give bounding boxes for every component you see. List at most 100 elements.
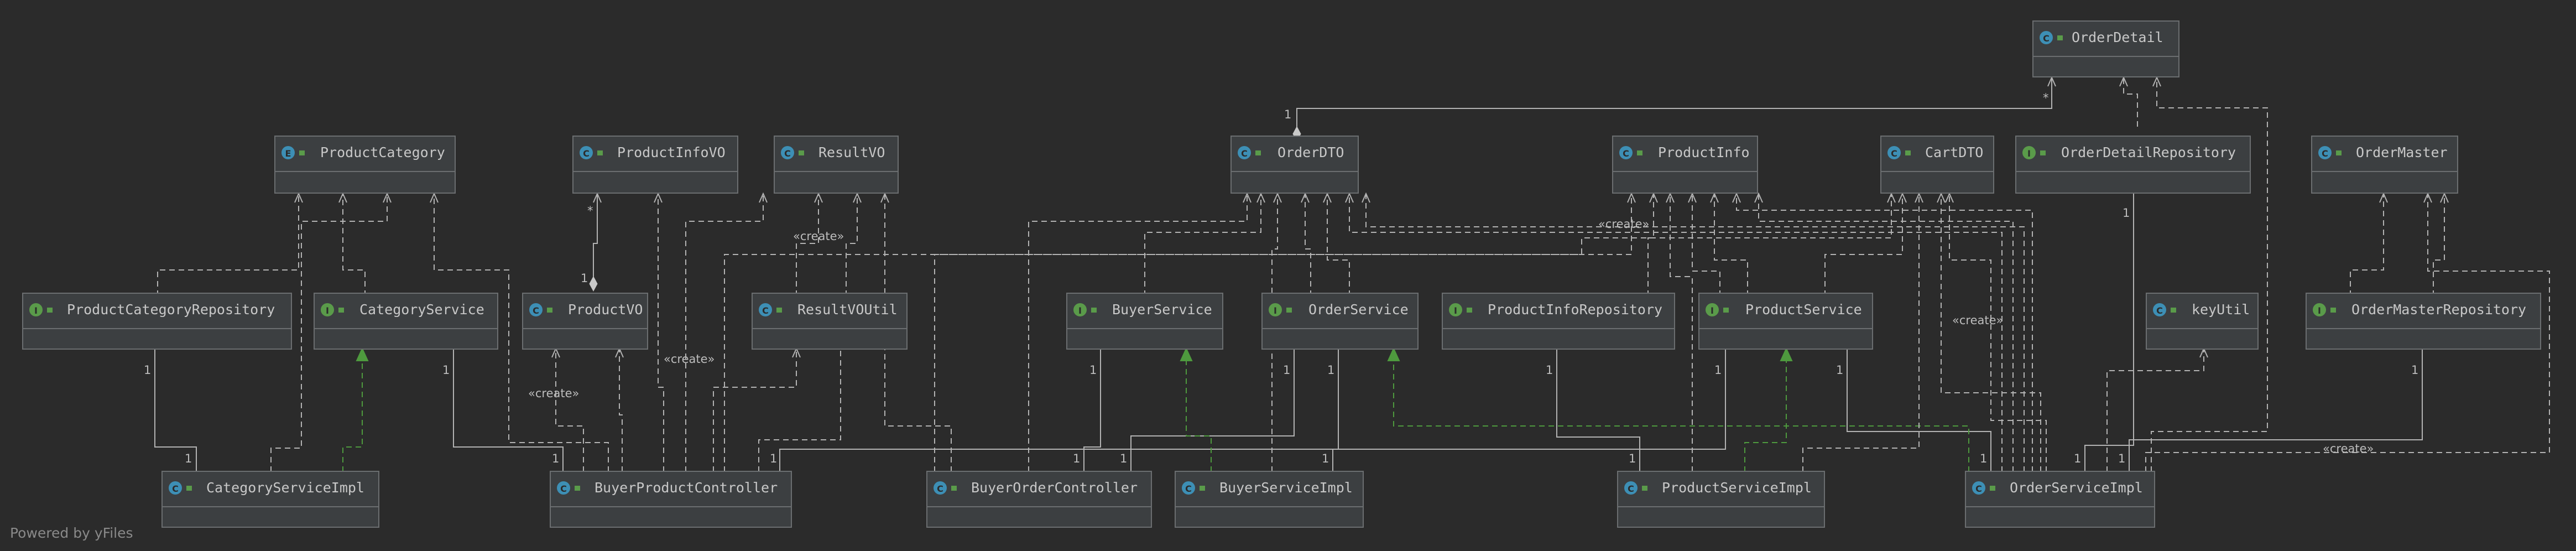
node-label: BuyerOrderController xyxy=(971,480,1138,496)
class-icon-letter: C xyxy=(2156,305,2163,316)
create-label-3: «create» xyxy=(528,387,579,400)
dep-orderdetailrepository-orderdetail xyxy=(2124,77,2138,127)
edge-labels: 1 * * 1 1 1 1 1 1 1 1 1 1 1 1 1 1 1 1 1 … xyxy=(144,91,2418,465)
node-buyer-product-controller[interactable]: C BuyerProductController xyxy=(550,471,792,528)
edge-buyerordercontroller-buyerservice xyxy=(1080,349,1101,487)
node-product-info[interactable]: C ProductInfo xyxy=(1612,136,1758,194)
interface-icon xyxy=(2313,303,2326,316)
interface-icon xyxy=(2022,146,2036,159)
node-order-master[interactable]: C OrderMaster xyxy=(2311,136,2458,194)
node-label: BuyerServiceImpl xyxy=(1219,480,1353,496)
interface-icon-letter: I xyxy=(1274,305,1277,316)
mult-orderdetail-many: * xyxy=(2043,91,2049,105)
edge-categoryserviceimpl-implements-categoryservice xyxy=(342,349,362,472)
create-label-1: «create» xyxy=(793,230,844,243)
node-product-category[interactable]: E ProductCategory xyxy=(274,136,456,194)
mult-catimpl-1: 1 xyxy=(185,452,192,465)
node-order-dto[interactable]: C OrderDTO xyxy=(1230,136,1359,194)
node-label: ProductService xyxy=(1745,302,1862,318)
mult-bsi-1: 1 xyxy=(1322,452,1329,465)
node-label: ProductInfoVO xyxy=(617,144,726,160)
node-category-service-impl[interactable]: C CategoryServiceImpl xyxy=(161,471,379,528)
node-key-util[interactable]: C keyUtil xyxy=(2146,293,2259,350)
class-icon xyxy=(580,146,593,159)
node-cart-dto[interactable]: C CartDTO xyxy=(1880,136,1994,194)
node-result-vo-util[interactable]: C ResultVOUtil xyxy=(752,293,908,350)
class-icon xyxy=(1182,481,1195,495)
class-icon-letter: C xyxy=(583,148,590,159)
interface-icon-letter: I xyxy=(326,305,329,316)
mult-catservice-1: 1 xyxy=(442,363,450,377)
node-order-detail-repository[interactable]: I OrderDetailRepository xyxy=(2015,136,2251,194)
dep-orderserviceimpl-orderdetail xyxy=(2151,77,2268,472)
node-product-info-repository[interactable]: I ProductInfoRepository xyxy=(1442,293,1675,350)
class-icon-letter: C xyxy=(560,484,567,494)
lock-icon xyxy=(299,150,305,155)
lock-icon xyxy=(1467,308,1472,313)
node-label: OrderDTO xyxy=(1277,144,1344,160)
mult-productinfovo-many: * xyxy=(587,204,593,217)
node-category-service[interactable]: I CategoryService xyxy=(314,293,498,350)
create-label-5: «create» xyxy=(1952,314,2003,327)
node-order-master-repository[interactable]: I OrderMasterRepository xyxy=(2306,293,2541,350)
class-icon xyxy=(1238,146,1251,159)
powered-by-footer: Powered by yFiles xyxy=(10,525,133,541)
mult-ps-2: 1 xyxy=(1836,363,1843,377)
mult-osi-1: 1 xyxy=(1980,452,1987,465)
class-icon xyxy=(529,303,543,316)
mult-repo-1: 1 xyxy=(144,363,151,377)
node-product-service[interactable]: I ProductService xyxy=(1698,293,1873,350)
node-order-service-impl[interactable]: C OrderServiceImpl xyxy=(1965,471,2155,528)
interface-icon xyxy=(321,303,334,316)
node-product-vo[interactable]: C ProductVO xyxy=(522,293,648,350)
node-buyer-order-controller[interactable]: C BuyerOrderController xyxy=(926,471,1152,528)
dep-buyerproductcontroller-resultvoutil xyxy=(713,349,796,472)
node-label: OrderDetailRepository xyxy=(2061,144,2236,160)
class-icon-letter: C xyxy=(1623,148,1629,159)
node-buyer-service[interactable]: I BuyerService xyxy=(1066,293,1223,350)
edge-orderserviceimpl-ordermasterrepository xyxy=(2125,349,2423,487)
dep-productservice-cartdto xyxy=(1824,194,1902,296)
node-product-service-impl[interactable]: C ProductServiceImpl xyxy=(1617,471,1825,528)
lock-icon xyxy=(2040,150,2046,155)
relationship-edges xyxy=(154,77,2550,487)
class-icon xyxy=(2040,31,2053,44)
edge-orderserviceimpl-orderdetailrepository xyxy=(2080,194,2134,487)
create-label-6: «create» xyxy=(2323,442,2374,455)
node-product-info-vo[interactable]: C ProductInfoVO xyxy=(572,136,738,194)
mult-osi-2: 1 xyxy=(2074,452,2081,465)
class-icon-letter: C xyxy=(1628,484,1634,494)
mult-boc-1: 1 xyxy=(1073,452,1080,465)
lock-icon xyxy=(547,308,552,313)
mult-buyerservice-1: 1 xyxy=(1089,363,1097,377)
dep-orderservice-orderdto xyxy=(1305,194,1311,296)
mult-psi-1: 1 xyxy=(1629,452,1636,465)
node-label: keyUtil xyxy=(2192,302,2250,318)
lock-icon xyxy=(2336,150,2342,155)
lock-icon xyxy=(1091,308,1097,313)
lock-icon xyxy=(1723,308,1729,313)
node-order-detail[interactable]: C OrderDetail xyxy=(2032,20,2179,77)
dep-buyerserviceimpl-orderdto xyxy=(1271,194,1277,472)
dep-orderservice-orderdto-2 xyxy=(1327,194,1350,296)
node-buyer-service-impl[interactable]: C BuyerServiceImpl xyxy=(1175,471,1364,528)
node-result-vo[interactable]: C ResultVO xyxy=(774,136,899,194)
class-icon xyxy=(934,481,947,495)
node-order-service[interactable]: I OrderService xyxy=(1261,293,1419,350)
class-icon xyxy=(781,146,794,159)
lock-icon xyxy=(1990,486,1995,491)
node-label: ProductCategoryRepository xyxy=(67,302,275,318)
class-icon-letter: C xyxy=(1185,484,1192,494)
lock-icon xyxy=(597,150,603,155)
mult-productvo-1: 1 xyxy=(581,272,588,285)
dep-orderserviceimpl-orderdto-2 xyxy=(1366,194,2025,472)
class-icon-letter: C xyxy=(2322,148,2328,159)
mult-pir-1: 1 xyxy=(1546,363,1553,377)
mult-orderservice-2: 1 xyxy=(1327,363,1334,377)
node-product-category-repository[interactable]: I ProductCategoryRepository xyxy=(22,293,292,350)
lock-icon xyxy=(1642,486,1647,491)
dep-orderserviceimpl-cartdto xyxy=(1949,194,2047,472)
dep-orderserviceimpl-orderdto xyxy=(1349,194,2003,472)
lock-icon xyxy=(1286,308,1292,313)
lock-icon xyxy=(799,150,804,155)
